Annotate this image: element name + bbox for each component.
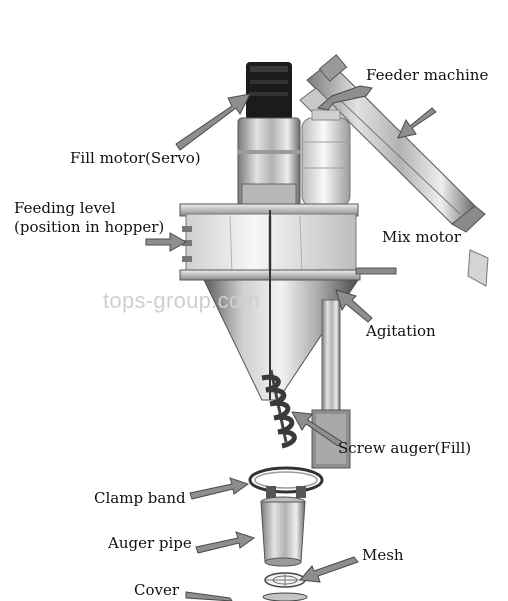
label-cover: Cover — [134, 581, 180, 599]
label-screw-auger: Screw auger(Fill) — [338, 439, 472, 457]
arrow-feeding-level — [145, 232, 188, 252]
cover — [262, 592, 308, 601]
auger-pipe — [260, 496, 306, 567]
arrow-screw-auger — [291, 411, 343, 447]
screw-auger — [261, 369, 297, 449]
label-fill-motor: Fill motor(Servo) — [70, 149, 201, 167]
label-mesh: Mesh — [362, 546, 404, 564]
arrow-fill-motor — [175, 93, 251, 151]
clamp-band — [248, 466, 324, 498]
arrow-clamp-band — [189, 477, 250, 500]
label-feeding-level-line2: (position in hopper) — [14, 218, 165, 236]
label-feeder-machine: Feeder machine — [366, 66, 489, 84]
arrow-cover — [185, 591, 233, 601]
hopper — [179, 203, 397, 401]
mix-motor — [301, 109, 351, 207]
arrow-mix-motor — [397, 107, 437, 139]
arrow-auger-pipe — [195, 531, 256, 554]
arrow-agitation — [335, 289, 373, 323]
label-mix-motor: Mix motor — [382, 228, 461, 246]
mesh — [264, 572, 306, 588]
watermark: tops-group.com — [103, 288, 261, 313]
fill-motor — [237, 62, 301, 207]
label-clamp-band: Clamp band — [94, 489, 186, 507]
arrow-feeder-machine — [316, 85, 373, 111]
support-column — [311, 299, 351, 469]
label-feeding-level-line1: Feeding level — [14, 199, 116, 217]
label-agitation: Agitation — [366, 322, 436, 340]
arrow-mesh — [298, 556, 359, 583]
label-auger-pipe: Auger pipe — [108, 534, 192, 552]
arrows — [145, 85, 437, 601]
